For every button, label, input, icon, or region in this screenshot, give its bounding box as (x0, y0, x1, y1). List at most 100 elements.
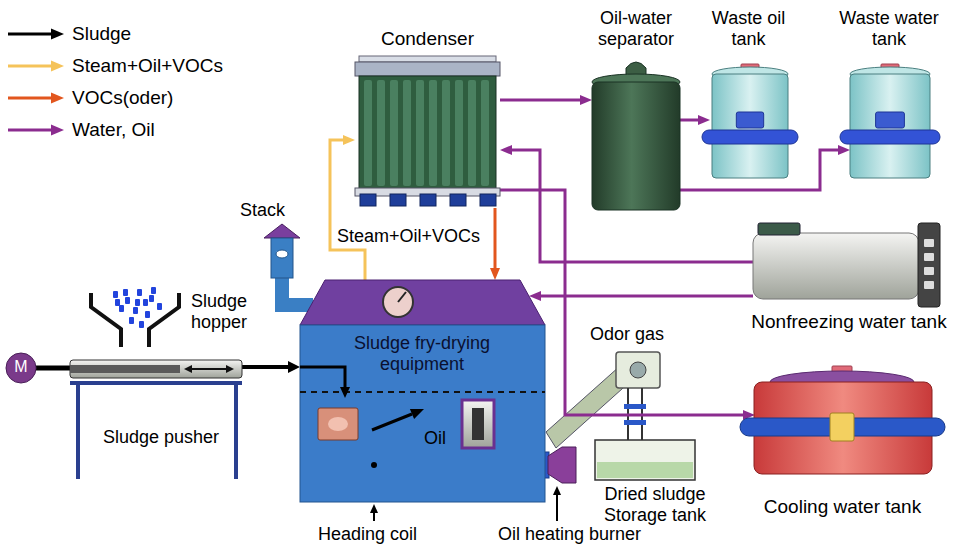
fry-drying-equipment: Sludge fry-drying equipmentOil (300, 280, 545, 502)
leader-head (553, 486, 561, 495)
arrow-head (698, 115, 710, 125)
cooling-water-tank: Cooling water tank (740, 360, 945, 525)
connector-line (500, 99, 582, 102)
odor-gas-label: Odor gas (590, 324, 664, 345)
separator-body (592, 82, 680, 210)
stack-pipe (271, 238, 293, 278)
sludge-chunk (151, 287, 156, 294)
waste-oil-tank: Waste oil tank (700, 8, 797, 183)
table-leg (234, 385, 238, 479)
node-illustration (300, 280, 545, 502)
tank-pipe (840, 130, 940, 144)
legend-arrow-line (8, 129, 52, 132)
leader-line (556, 494, 558, 521)
node-label: M (5, 358, 37, 376)
chute-clamp (624, 404, 646, 409)
node-illustration (355, 28, 500, 208)
legend-text: VOCs(oder) (72, 86, 173, 110)
legend-entry: Steam+Oil+VOCs (0, 54, 240, 78)
tank-valve (876, 112, 905, 128)
condenser-fin (377, 80, 385, 186)
sludge-chunk (137, 289, 142, 296)
condenser-fin (455, 80, 463, 186)
condenser-body (359, 76, 496, 190)
legend-entry: VOCs(oder) (0, 86, 240, 110)
tank-body (753, 233, 919, 299)
stack: Stack (240, 200, 302, 278)
sludge-move-head (410, 409, 424, 419)
condenser-foot (480, 194, 496, 206)
tank-pipe (702, 130, 798, 144)
connector-line (36, 366, 70, 371)
tank-body (850, 74, 930, 178)
pusher-rod (70, 365, 180, 373)
node-label: Oil-water separator (580, 8, 692, 49)
sludge-chunk (129, 317, 134, 324)
chute-clamp (624, 420, 646, 425)
panel-slot (924, 253, 934, 261)
arrow-head (500, 145, 512, 155)
legend-arrow-line (8, 97, 52, 100)
condenser-fin (468, 80, 476, 186)
legend-arrow-head (51, 29, 64, 40)
legend-entry: Sludge (0, 22, 240, 46)
waste-water-tank: Waste water tank (830, 8, 948, 183)
oil-water-separator: Oil-water separator (580, 8, 692, 213)
node-illustration (70, 355, 248, 480)
node-label: Nonfreezing water tank (728, 311, 970, 333)
exhaust-duct (282, 276, 313, 305)
sludge-chunk (145, 311, 150, 318)
table-top (70, 381, 242, 385)
arrow-head (838, 145, 850, 155)
table-leg (76, 385, 80, 479)
motor-symbol (6, 353, 36, 383)
heater-core (472, 408, 484, 440)
edge-label: Steam+Oil+VOCs (336, 226, 481, 247)
sludge-block-core (328, 417, 348, 431)
leader-line (373, 512, 375, 521)
condenser-cap (355, 62, 500, 76)
condenser-fin (429, 80, 437, 186)
pusher-barrel (70, 360, 242, 378)
stack-cap (264, 224, 300, 238)
condenser-fin (416, 80, 424, 186)
tank-band (830, 413, 854, 441)
sludge-flow (242, 361, 300, 373)
legend-text: Water, Oil (72, 118, 155, 142)
condenser-fin (364, 80, 372, 186)
storage-tank (595, 440, 695, 480)
node-label: Dried sludge Storage tank (585, 484, 725, 525)
oil-heating-burner (548, 447, 576, 483)
legend-entry: Water, Oil (0, 118, 240, 142)
panel-slot (924, 239, 934, 247)
condenser-fin (390, 80, 398, 186)
heading-coil-dot (371, 462, 377, 468)
condenser-foot (450, 194, 466, 206)
tank-valve (736, 112, 763, 128)
gauge-needle (398, 292, 406, 302)
water-oil-pipe (529, 291, 753, 301)
motor: M (5, 352, 37, 384)
legend-arrow (0, 54, 66, 78)
tank-panel (918, 223, 940, 307)
tank-lid (758, 223, 800, 235)
sludge-pusher: Sludge pusher (70, 355, 248, 480)
legend-arrow-head (51, 93, 64, 104)
sludge-chunk (133, 307, 138, 314)
panel-slot (924, 267, 934, 275)
legend-text: Sludge (72, 22, 131, 46)
water-oil-pipe (680, 115, 710, 125)
heater-unit (462, 400, 494, 448)
dryer-body (300, 325, 545, 502)
part-label: Heading coil (318, 524, 417, 545)
dried-sludge-storage-tank: Dried sludge Storage tank (585, 432, 725, 528)
conveyor-head (616, 352, 660, 388)
pusher-stroke-head (226, 365, 234, 373)
pressure-gauge (383, 287, 413, 317)
connector-line (680, 119, 700, 122)
nonfreezing-water-tank: Nonfreezing water tank (728, 215, 970, 340)
part-label: Oil heating burner (498, 524, 641, 545)
legend-arrow (0, 22, 66, 46)
legend-arrow-head (51, 61, 64, 72)
arrow-head (288, 361, 300, 373)
